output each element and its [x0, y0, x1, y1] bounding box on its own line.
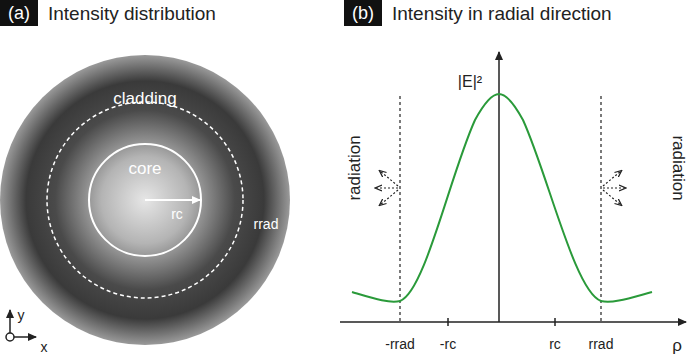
- tick-label: rrad: [589, 337, 614, 351]
- axis-label: |E|²: [458, 74, 482, 90]
- panel-title: Intensity distribution: [48, 4, 216, 23]
- axis-label: ρ: [672, 337, 682, 354]
- radiation-label: radiation: [670, 135, 687, 200]
- axis-label: y: [18, 308, 25, 322]
- cladding-disk: cladding core: [0, 55, 290, 345]
- panel-title: Intensity in radial direction: [392, 4, 612, 23]
- tick-label: rc: [549, 337, 561, 351]
- region-label: cladding: [113, 90, 176, 107]
- axis-label: x: [41, 340, 48, 354]
- radiation-label: radiation: [346, 135, 363, 200]
- panel-tag: (b): [352, 4, 374, 22]
- tick-label: -rrad: [385, 337, 415, 351]
- radius-label: rrad: [254, 217, 279, 231]
- tick-label: -rc: [440, 337, 456, 351]
- radius-label: rc: [171, 207, 183, 221]
- region-label: core: [128, 160, 161, 177]
- core-circle: core: [88, 143, 202, 257]
- panel-tag: (a): [8, 4, 30, 22]
